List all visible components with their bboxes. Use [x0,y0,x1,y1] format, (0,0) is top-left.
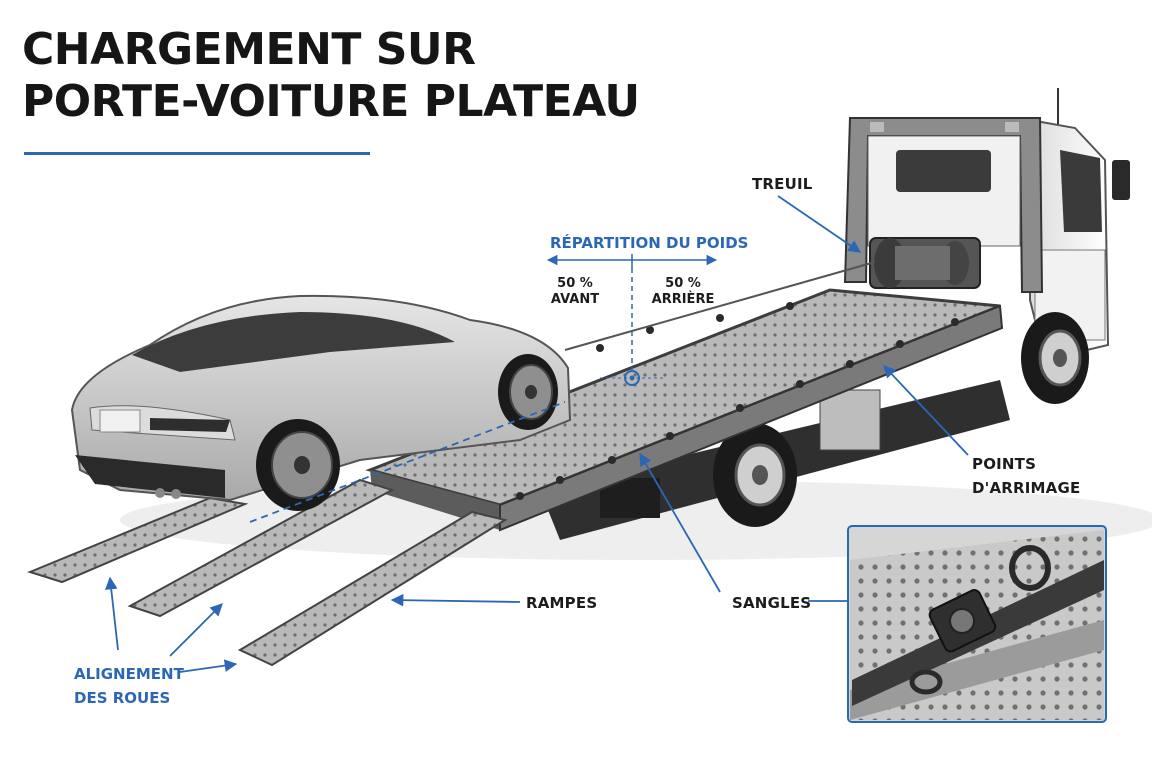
alignement-arrow-2 [169,603,223,657]
rampes-arrow [390,593,521,607]
points-line-1: POINTS [972,455,1037,473]
headboard [843,117,1044,293]
title-line-2: PORTE-VOITURE PLATEAU [22,76,640,127]
truck-front-wheel [1021,312,1089,404]
treuil-arrow [777,195,862,253]
weight-distribution-marker [546,254,718,386]
callout-arrows [104,195,969,673]
ramp-left [27,496,249,584]
label-repartition-du-poids: RÉPARTITION DU POIDS [550,234,749,252]
tie-down-points [516,302,959,500]
sangles-arrow [639,452,721,593]
alignement-arrow-3 [179,659,238,673]
winch-cable [564,261,876,351]
points-line-2: D'ARRIMAGE [972,479,1081,497]
truck-rear-wheel [713,423,797,527]
label-sangles: SANGLES [732,594,812,612]
rear-weight-text: ARRIÈRE [651,292,715,307]
alignement-line-2: DES ROUES [74,689,171,707]
label-rear-weight: 50 % ARRIÈRE [650,276,716,308]
ratchet-buckle [928,589,997,653]
sports-car [70,294,572,502]
truck-cab [1029,88,1130,362]
points-arrow [883,365,969,456]
front-weight-text: AVANT [550,292,600,307]
title-underline [24,152,370,155]
ramp-right [237,510,508,667]
alignement-line-1: ALIGNEMENT [74,665,184,683]
car-rear-wheel [256,419,340,511]
label-points-arrimage: POINTS D'ARRIMAGE [972,452,1080,500]
label-alignement-des-roues: ALIGNEMENT DES ROUES [74,662,184,710]
ramp-middle [127,478,395,618]
d-ring-anchor [909,545,1051,695]
title-line-1: CHARGEMENT SUR [22,24,476,75]
strap-detail-inset [847,525,1107,723]
label-rampes: RAMPES [526,594,598,612]
front-weight-percent: 50 % [557,276,593,291]
page-title: CHARGEMENT SUR PORTE-VOITURE PLATEAU [22,24,640,128]
rear-weight-percent: 50 % [665,276,701,291]
label-front-weight: 50 % AVANT [548,276,602,308]
wheel-alignment-line [249,401,566,523]
label-treuil: TREUIL [752,175,813,193]
winch-drum [869,237,981,289]
alignement-arrow-1 [104,576,119,651]
car-front-wheel [498,354,558,430]
